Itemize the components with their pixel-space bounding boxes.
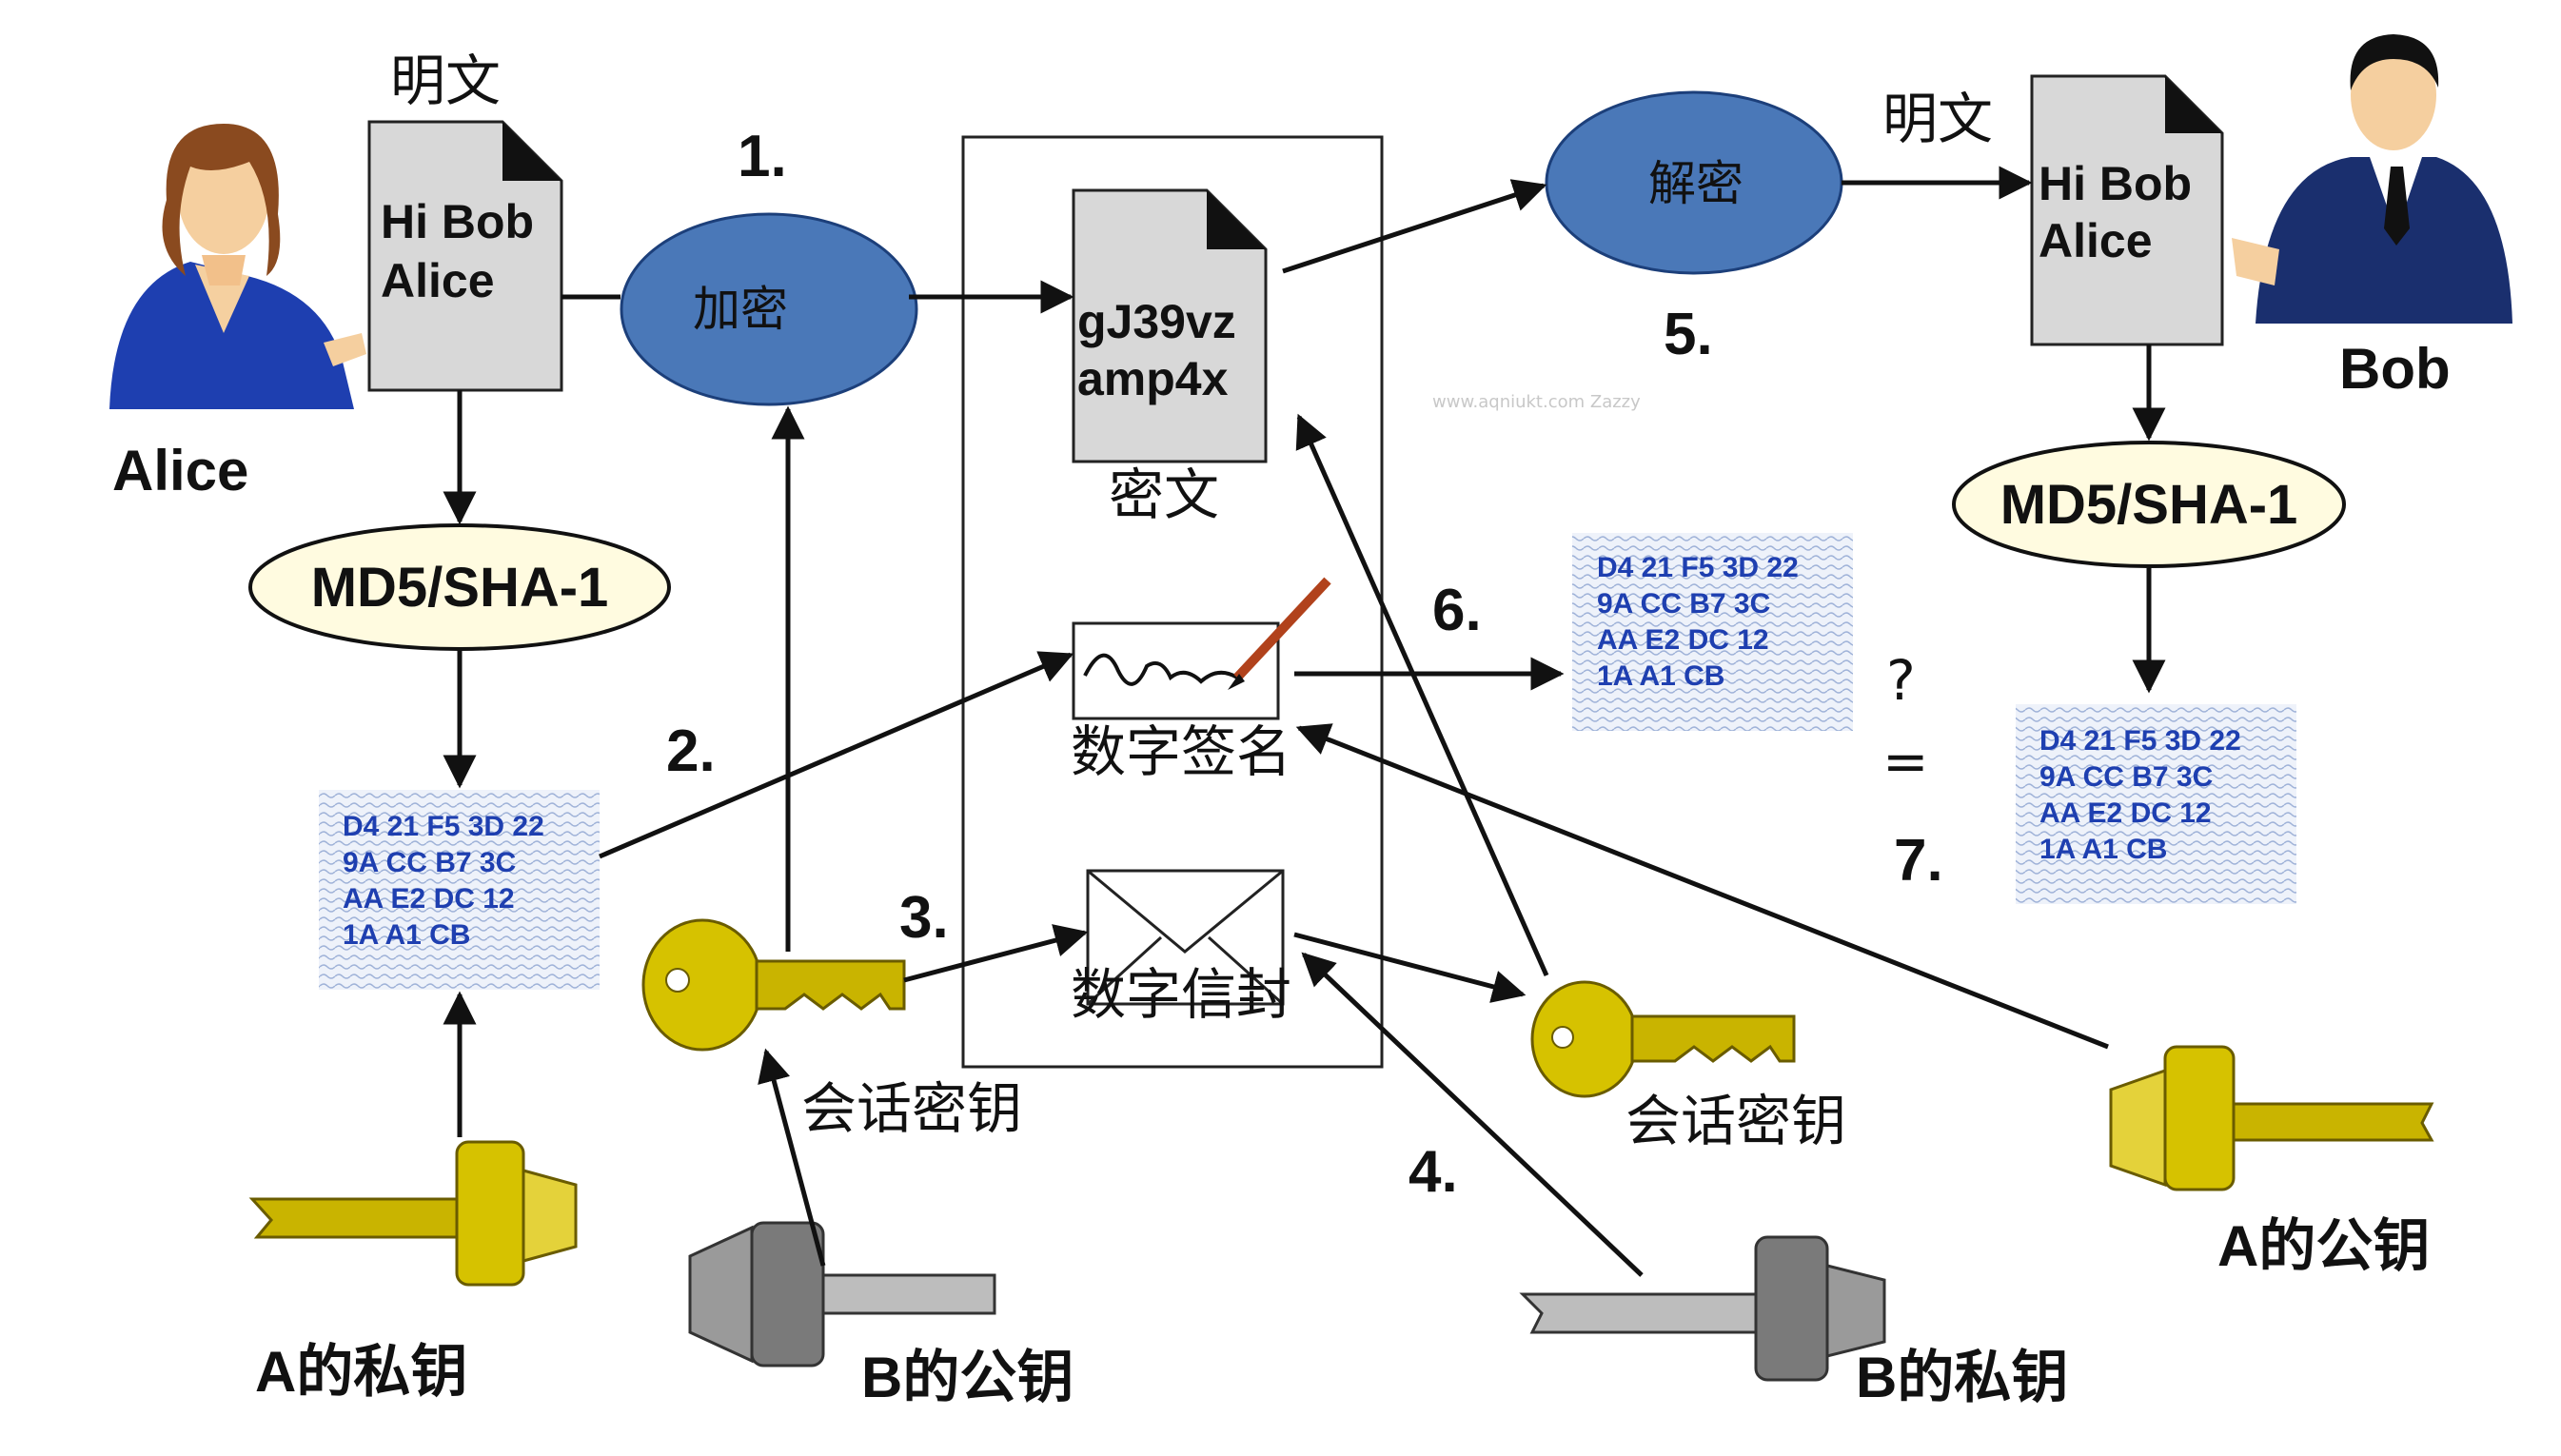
alice-avatar [109,124,366,409]
step-1: 1. [738,124,787,189]
envelope-icon [1086,869,1285,1006]
bob-avatar [2232,34,2512,324]
envelope-label: 数字信封 [1071,962,1291,1027]
b-public-key-label: B的公钥 [861,1346,1074,1409]
step-5: 5. [1664,302,1713,367]
hash-mid-line3: AA E2 DC 12 [1597,624,1769,656]
step-6: 6. [1432,578,1482,643]
step-2: 2. [666,718,716,784]
a-public-key-label: A的公钥 [2217,1214,2430,1278]
a-private-key-icon [248,1140,578,1287]
hash-mid-line1: D4 21 F5 3D 22 [1597,552,1799,583]
alice-doc-line2: Alice [381,254,495,307]
hash-right-line4: 1A A1 CB [2039,834,2167,865]
b-private-key-icon [1519,1235,1886,1382]
alice-name: Alice [112,439,248,502]
flow-arrows [443,166,2166,1277]
ciphertext-line2: amp4x [1077,352,1229,405]
encrypt-label: 加密 [693,282,788,337]
session-key-left-icon [641,918,906,1052]
md5-label-left: MD5/SHA-1 [311,557,609,619]
hash-box-left [319,790,600,990]
ciphertext-line1: gJ39vz [1077,295,1236,348]
watermark: www.aqniukt.com Zazzy [1432,392,1641,412]
ciphertext-label: 密文 [1109,462,1219,527]
alice-plaintext-doc [367,120,563,392]
b-public-key-icon [688,1221,996,1367]
arrow-cipher-to-decrypt [1282,179,1547,274]
bob-doc-line1: Hi Bob [2039,157,2192,210]
hash-right-line3: AA E2 DC 12 [2039,797,2212,829]
signature-icon [1072,577,1331,720]
bob-plaintext-label: 明文 [1882,87,1993,151]
step-3: 3. [899,885,949,951]
hash-left-line3: AA E2 DC 12 [343,883,515,915]
bob-plaintext-doc [2030,74,2224,346]
hash-box-right [2016,704,2296,904]
session-key-right-icon [1530,980,1796,1098]
signature-label: 数字签名 [1071,719,1291,784]
hash-right-line1: D4 21 F5 3D 22 [2039,725,2241,757]
hash-left-line1: D4 21 F5 3D 22 [343,811,544,842]
arrow-envelope-to-sessionkey [1293,932,1527,1003]
arrow-bprivate-to-envelope [1301,952,1644,1277]
hash-mid-line2: 9A CC B7 3C [1597,588,1770,620]
md5-label-right: MD5/SHA-1 [2000,474,2298,536]
session-key-left-label: 会话密钥 [801,1076,1022,1141]
bob-doc-line2: Alice [2039,214,2153,267]
hash-left-line4: 1A A1 CB [343,919,470,951]
decrypt-label: 解密 [1648,156,1743,211]
step-7: 7. [1894,828,1943,894]
arrow-bpublic-to-sessionkey [758,1048,826,1267]
alice-doc-line1: Hi Bob [381,195,534,248]
md5-oval-left [248,523,671,651]
compare-equals: = [1882,729,1929,794]
arrow-sessionkey-to-envelope [903,924,1089,983]
arrow-hash-to-signature [599,651,1074,859]
md5-oval-right [1952,441,2346,568]
hash-left-line2: 9A CC B7 3C [343,847,516,878]
step-4: 4. [1409,1139,1458,1205]
b-private-key-label: B的私钥 [1856,1346,2068,1409]
hash-box-mid [1572,533,1853,731]
alice-plaintext-label: 明文 [390,49,501,113]
arrow-sessionkey-to-cipher [1295,413,1549,977]
compare-question: ? [1886,648,1916,713]
arrow-apublic-to-signature [1295,723,2109,1050]
session-key-right-label: 会话密钥 [1625,1089,1846,1153]
encrypt-oval [620,212,918,406]
bob-name: Bob [2339,337,2451,401]
hash-mid-line4: 1A A1 CB [1597,660,1724,692]
a-public-key-icon [2109,1045,2434,1191]
ciphertext-doc [1072,188,1268,463]
a-private-key-label: A的私钥 [255,1340,467,1404]
hash-right-line2: 9A CC B7 3C [2039,761,2213,793]
